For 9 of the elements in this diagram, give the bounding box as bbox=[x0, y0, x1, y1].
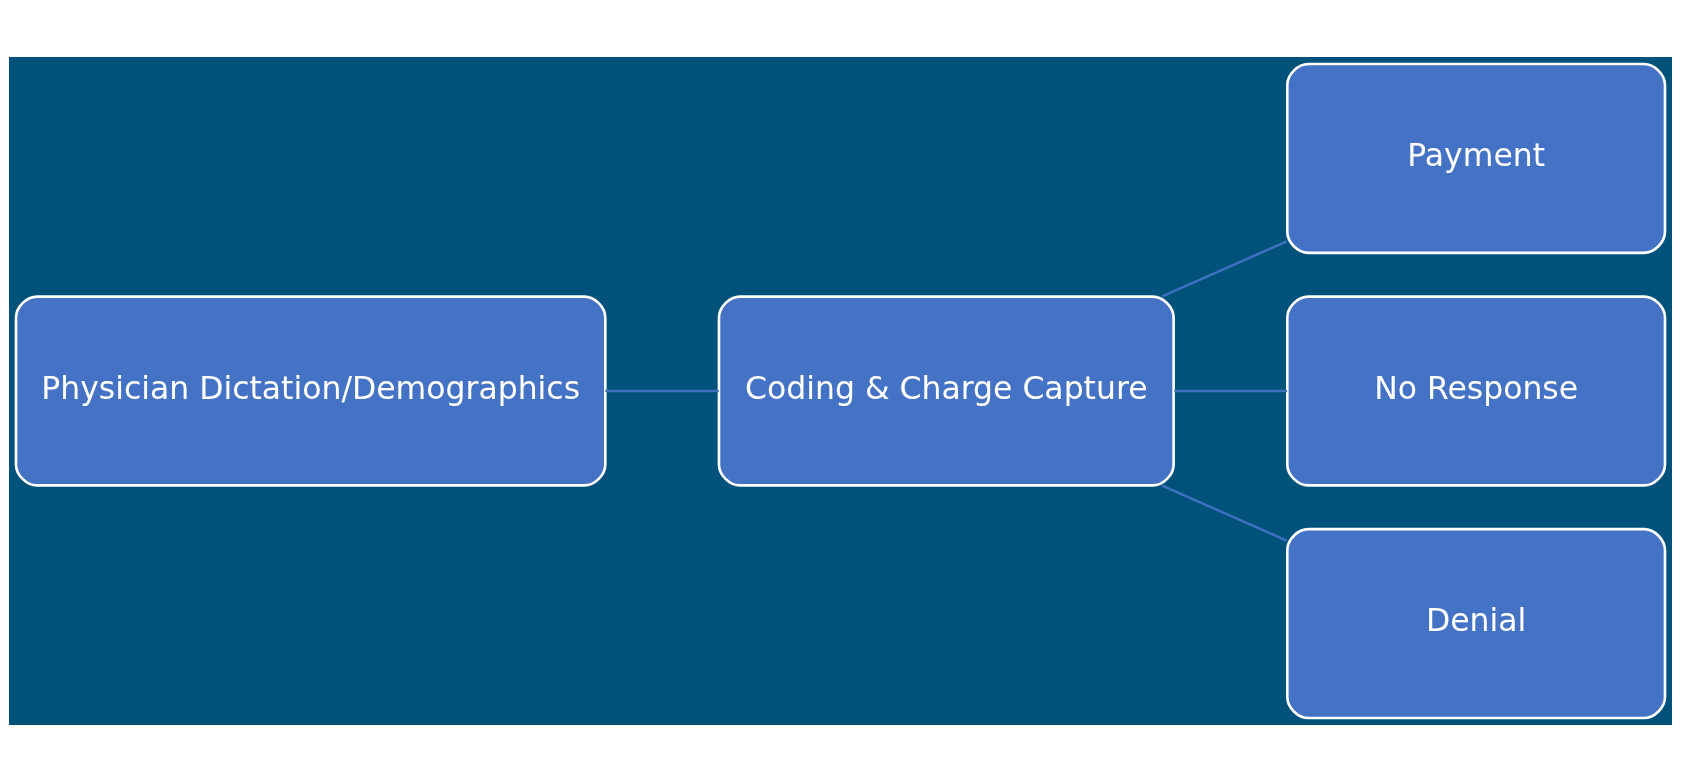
connector bbox=[1161, 483, 1288, 542]
node-box: Payment bbox=[1286, 62, 1667, 254]
connector bbox=[1174, 389, 1288, 392]
connector bbox=[1161, 239, 1288, 298]
connector bbox=[605, 389, 719, 392]
node-box: Coding & Charge Capture bbox=[717, 294, 1175, 487]
node-box: No Response bbox=[1286, 294, 1667, 487]
node-box: Physician Dictation/Demographics bbox=[14, 294, 607, 487]
node-box: Denial bbox=[1286, 527, 1667, 719]
